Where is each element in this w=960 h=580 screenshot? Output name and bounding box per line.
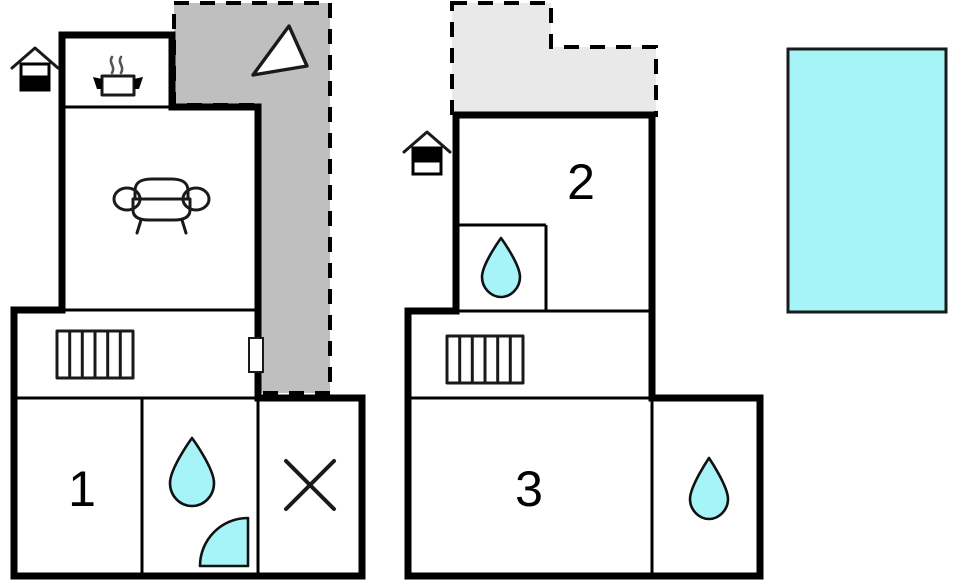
right-building-room-fills <box>408 115 760 576</box>
swimming-pool <box>786 47 948 314</box>
entrance-right <box>402 130 452 176</box>
water-drop-icon <box>168 436 216 508</box>
left-building-partitions <box>14 35 362 576</box>
shower-icon <box>198 516 250 568</box>
room-label-3: 3 <box>515 461 543 517</box>
right-building-partitions <box>408 223 760 576</box>
water-drop-icon-3 <box>688 456 730 521</box>
room-label-1: 1 <box>68 461 96 517</box>
door-opening-icon <box>248 337 264 373</box>
parasol-icon <box>251 24 309 77</box>
entrance-left <box>10 46 60 92</box>
cooking-pot-icon <box>93 55 143 97</box>
staircase-icon-2 <box>445 334 525 385</box>
terrace-right <box>450 1 658 117</box>
staircase-icon <box>55 329 135 380</box>
room-label-2: 2 <box>567 154 595 210</box>
sofa-icon <box>112 177 211 235</box>
left-building: 1 <box>10 1 366 580</box>
right-building: 2 3 <box>402 1 764 580</box>
water-drop-icon-2 <box>480 236 522 299</box>
cross-icon <box>284 459 336 511</box>
